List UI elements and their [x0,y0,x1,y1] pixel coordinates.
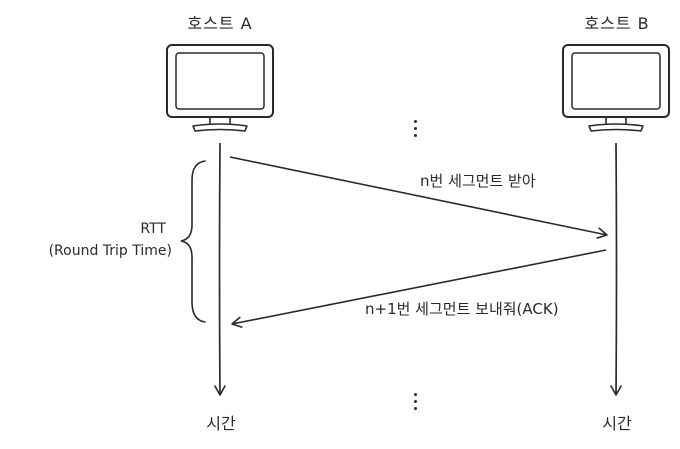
next-segment-request-label: n+1번 세그먼트 보내줘(ACK) [365,300,559,318]
host-b-label: 호스트 B [584,14,650,33]
rtt-full-label: (Round Trip Time) [48,243,172,259]
rtt-brace [180,160,206,323]
ellipsis-dot [413,393,417,396]
rtt-abbr-label: RTT [140,221,166,237]
ack-arrow [231,249,607,328]
host-a-monitor-icon [166,44,274,132]
host-b-monitor-icon [562,44,670,132]
ellipsis-dot [413,120,417,123]
segment-received-label: n번 세그먼트 받아 [420,172,536,190]
ellipsis-dot [413,127,417,130]
host-b-timeline [610,142,622,396]
ellipsis-dot [413,407,417,410]
ellipsis-icon [413,120,417,137]
ellipsis-icon [413,393,417,410]
ellipsis-dot [413,400,417,403]
segment-arrow [229,156,608,239]
host-a-timeline [214,142,226,396]
host-a-time-label: 시간 [206,414,236,433]
host-b-time-label: 시간 [602,414,632,433]
ellipsis-dot [413,134,417,137]
host-a-label: 호스트 A [187,14,253,33]
